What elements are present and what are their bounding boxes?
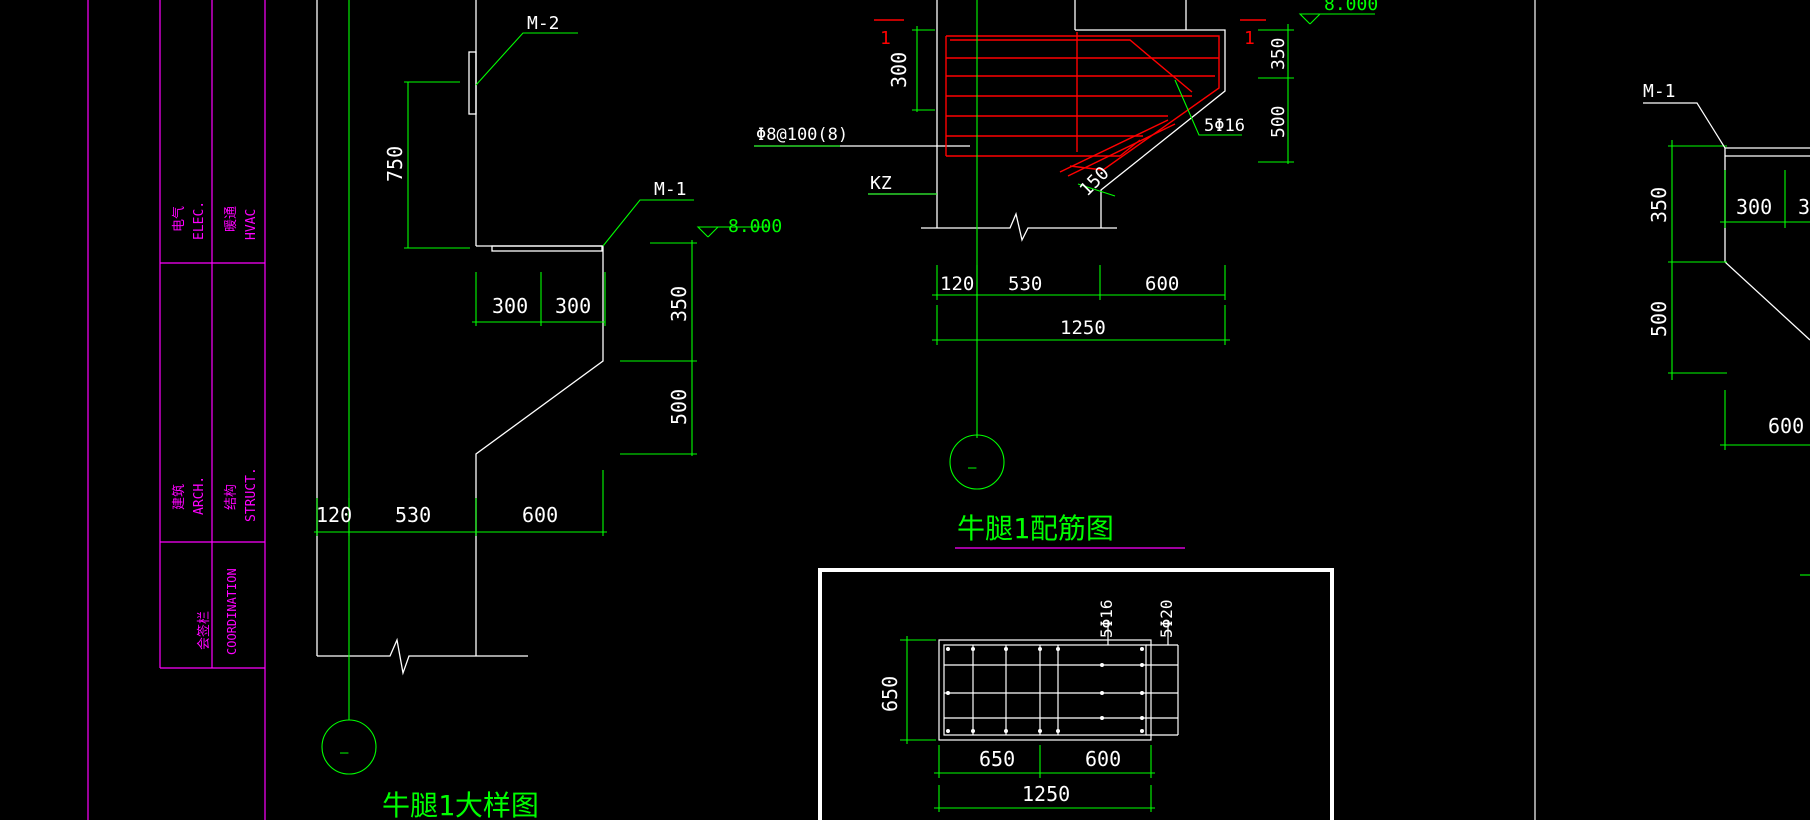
right-dim-3: 3 bbox=[1798, 195, 1810, 219]
section-bars-5d16: 5Φ16 bbox=[1097, 599, 1116, 638]
section-dim-600: 600 bbox=[1085, 747, 1121, 771]
right-dim-600: 600 bbox=[1768, 414, 1804, 438]
section-bars-5d20: 5Φ20 bbox=[1157, 599, 1176, 638]
mid-dim-300: 300 bbox=[887, 52, 911, 88]
dim-120: 120 bbox=[316, 503, 352, 527]
coord-en-label: COORDINATION bbox=[225, 568, 239, 655]
mid-detail-rebar bbox=[945, 32, 1220, 177]
section-mark-right: 1 bbox=[1244, 28, 1255, 49]
dim-750: 750 bbox=[383, 146, 407, 182]
label-m1: M-1 bbox=[654, 179, 687, 200]
right-label-m1: M-1 bbox=[1643, 81, 1676, 102]
section-drawing bbox=[938, 620, 1179, 741]
section-texts: 5Φ16 5Φ20 650 650 600 1250 bbox=[878, 599, 1176, 806]
left-detail-dims bbox=[314, 0, 770, 775]
dim-500: 500 bbox=[667, 389, 691, 425]
mid-dim-150: 150 bbox=[1076, 163, 1114, 201]
mid-dim-500: 500 bbox=[1268, 105, 1289, 138]
section-dim-650v: 650 bbox=[878, 676, 902, 712]
elevation-8000: 8.000 bbox=[728, 216, 782, 237]
dim-350: 350 bbox=[667, 286, 691, 322]
coord-cn-label: 会签栏 bbox=[196, 611, 212, 650]
title-block bbox=[87, 0, 266, 820]
section-mark-left: 1 bbox=[880, 28, 891, 49]
mid-elevation: 8.000 bbox=[1324, 0, 1378, 15]
section-dim-650: 650 bbox=[979, 747, 1015, 771]
label-m2: M-2 bbox=[527, 13, 560, 34]
mid-bars-5d16: 5Φ16 bbox=[1204, 116, 1245, 136]
left-detail-texts: M-2 M-1 750 300 300 350 500 120 530 600 … bbox=[316, 13, 782, 820]
left-detail-title: 牛腿1大样图 bbox=[382, 789, 539, 820]
struct-cn-label: 结构 bbox=[224, 484, 239, 510]
section-dims bbox=[900, 636, 1155, 812]
kz-label: KZ bbox=[870, 173, 892, 194]
mid-axis-bubble bbox=[949, 434, 1005, 490]
mid-dim-120: 120 bbox=[940, 273, 974, 295]
hvac-en-label: HVAC bbox=[244, 209, 259, 240]
dim-530: 530 bbox=[395, 503, 431, 527]
mid-dim-530: 530 bbox=[1008, 273, 1042, 295]
dim-300-b: 300 bbox=[555, 294, 591, 318]
mid-dim-1250: 1250 bbox=[1060, 317, 1106, 339]
mid-detail-texts: 1 1 300 Φ8@100(8) KZ 5Φ16 150 350 500 8.… bbox=[756, 0, 1378, 545]
stirrup-spec: Φ8@100(8) bbox=[756, 125, 848, 145]
struct-en-label: STRUCT. bbox=[244, 467, 259, 522]
section-dim-1250: 1250 bbox=[1022, 782, 1070, 806]
left-axis-mark: — bbox=[340, 745, 349, 761]
section-bars bbox=[946, 647, 1144, 733]
section-frame bbox=[818, 568, 1334, 820]
right-detail-outline bbox=[1724, 147, 1810, 341]
hvac-cn-label: 暖通 bbox=[224, 206, 239, 232]
dim-300-a: 300 bbox=[492, 294, 528, 318]
right-m1-leader bbox=[1643, 102, 1726, 149]
mid-axis-mark: — bbox=[968, 460, 977, 476]
mid-detail-title: 牛腿1配筋图 bbox=[957, 512, 1114, 545]
right-detail-dims bbox=[1668, 140, 1810, 576]
elec-cn-label: 电气 bbox=[171, 206, 187, 232]
left-axis-bubble bbox=[321, 719, 377, 775]
right-detail-texts: M-1 300 3 350 500 600 bbox=[1643, 81, 1810, 438]
dim-600: 600 bbox=[522, 503, 558, 527]
mid-dim-600: 600 bbox=[1145, 273, 1179, 295]
right-dim-500: 500 bbox=[1647, 301, 1671, 337]
mid-detail-dims bbox=[754, 0, 1375, 490]
right-dim-350: 350 bbox=[1647, 187, 1671, 223]
right-dim-300: 300 bbox=[1736, 195, 1772, 219]
left-detail-outline bbox=[316, 0, 604, 676]
mid-dim-350: 350 bbox=[1268, 37, 1289, 70]
arch-cn-label: 建筑 bbox=[171, 484, 187, 510]
elec-en-label: ELEC. bbox=[192, 201, 207, 240]
title-block-labels: 电气 ELEC. 暖通 HVAC 建筑 ARCH. 结构 STRUCT. 会签栏… bbox=[171, 201, 259, 655]
arch-en-label: ARCH. bbox=[192, 476, 207, 515]
